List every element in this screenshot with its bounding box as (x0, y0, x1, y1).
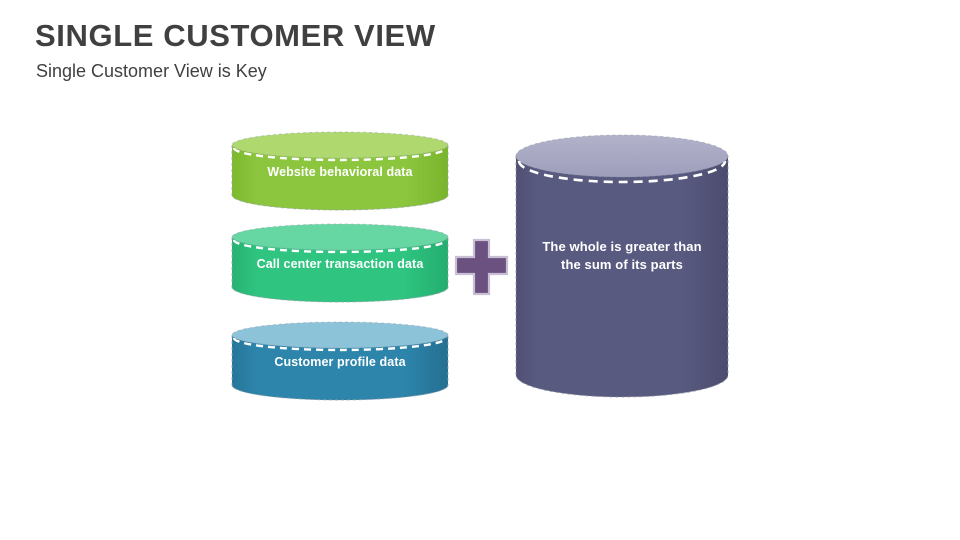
cylinder-shape-icon (515, 134, 729, 398)
cylinder-combined-whole[interactable]: The whole is greater than the sum of its… (514, 134, 730, 399)
cylinder-shape-icon (231, 321, 449, 401)
cylinder-website-behavioral-data[interactable]: Website behavioral data (230, 131, 450, 212)
cylinder-call-center-transaction-data[interactable]: Call center transaction data (230, 223, 450, 304)
plus-sign-icon (454, 238, 509, 296)
page-title: SINGLE CUSTOMER VIEW (35, 18, 436, 53)
cylinder-customer-profile-data[interactable]: Customer profile data (230, 321, 450, 402)
cylinder-shape-icon (231, 131, 449, 211)
cylinder-shape-icon (231, 223, 449, 303)
page-subtitle: Single Customer View is Key (36, 61, 267, 81)
